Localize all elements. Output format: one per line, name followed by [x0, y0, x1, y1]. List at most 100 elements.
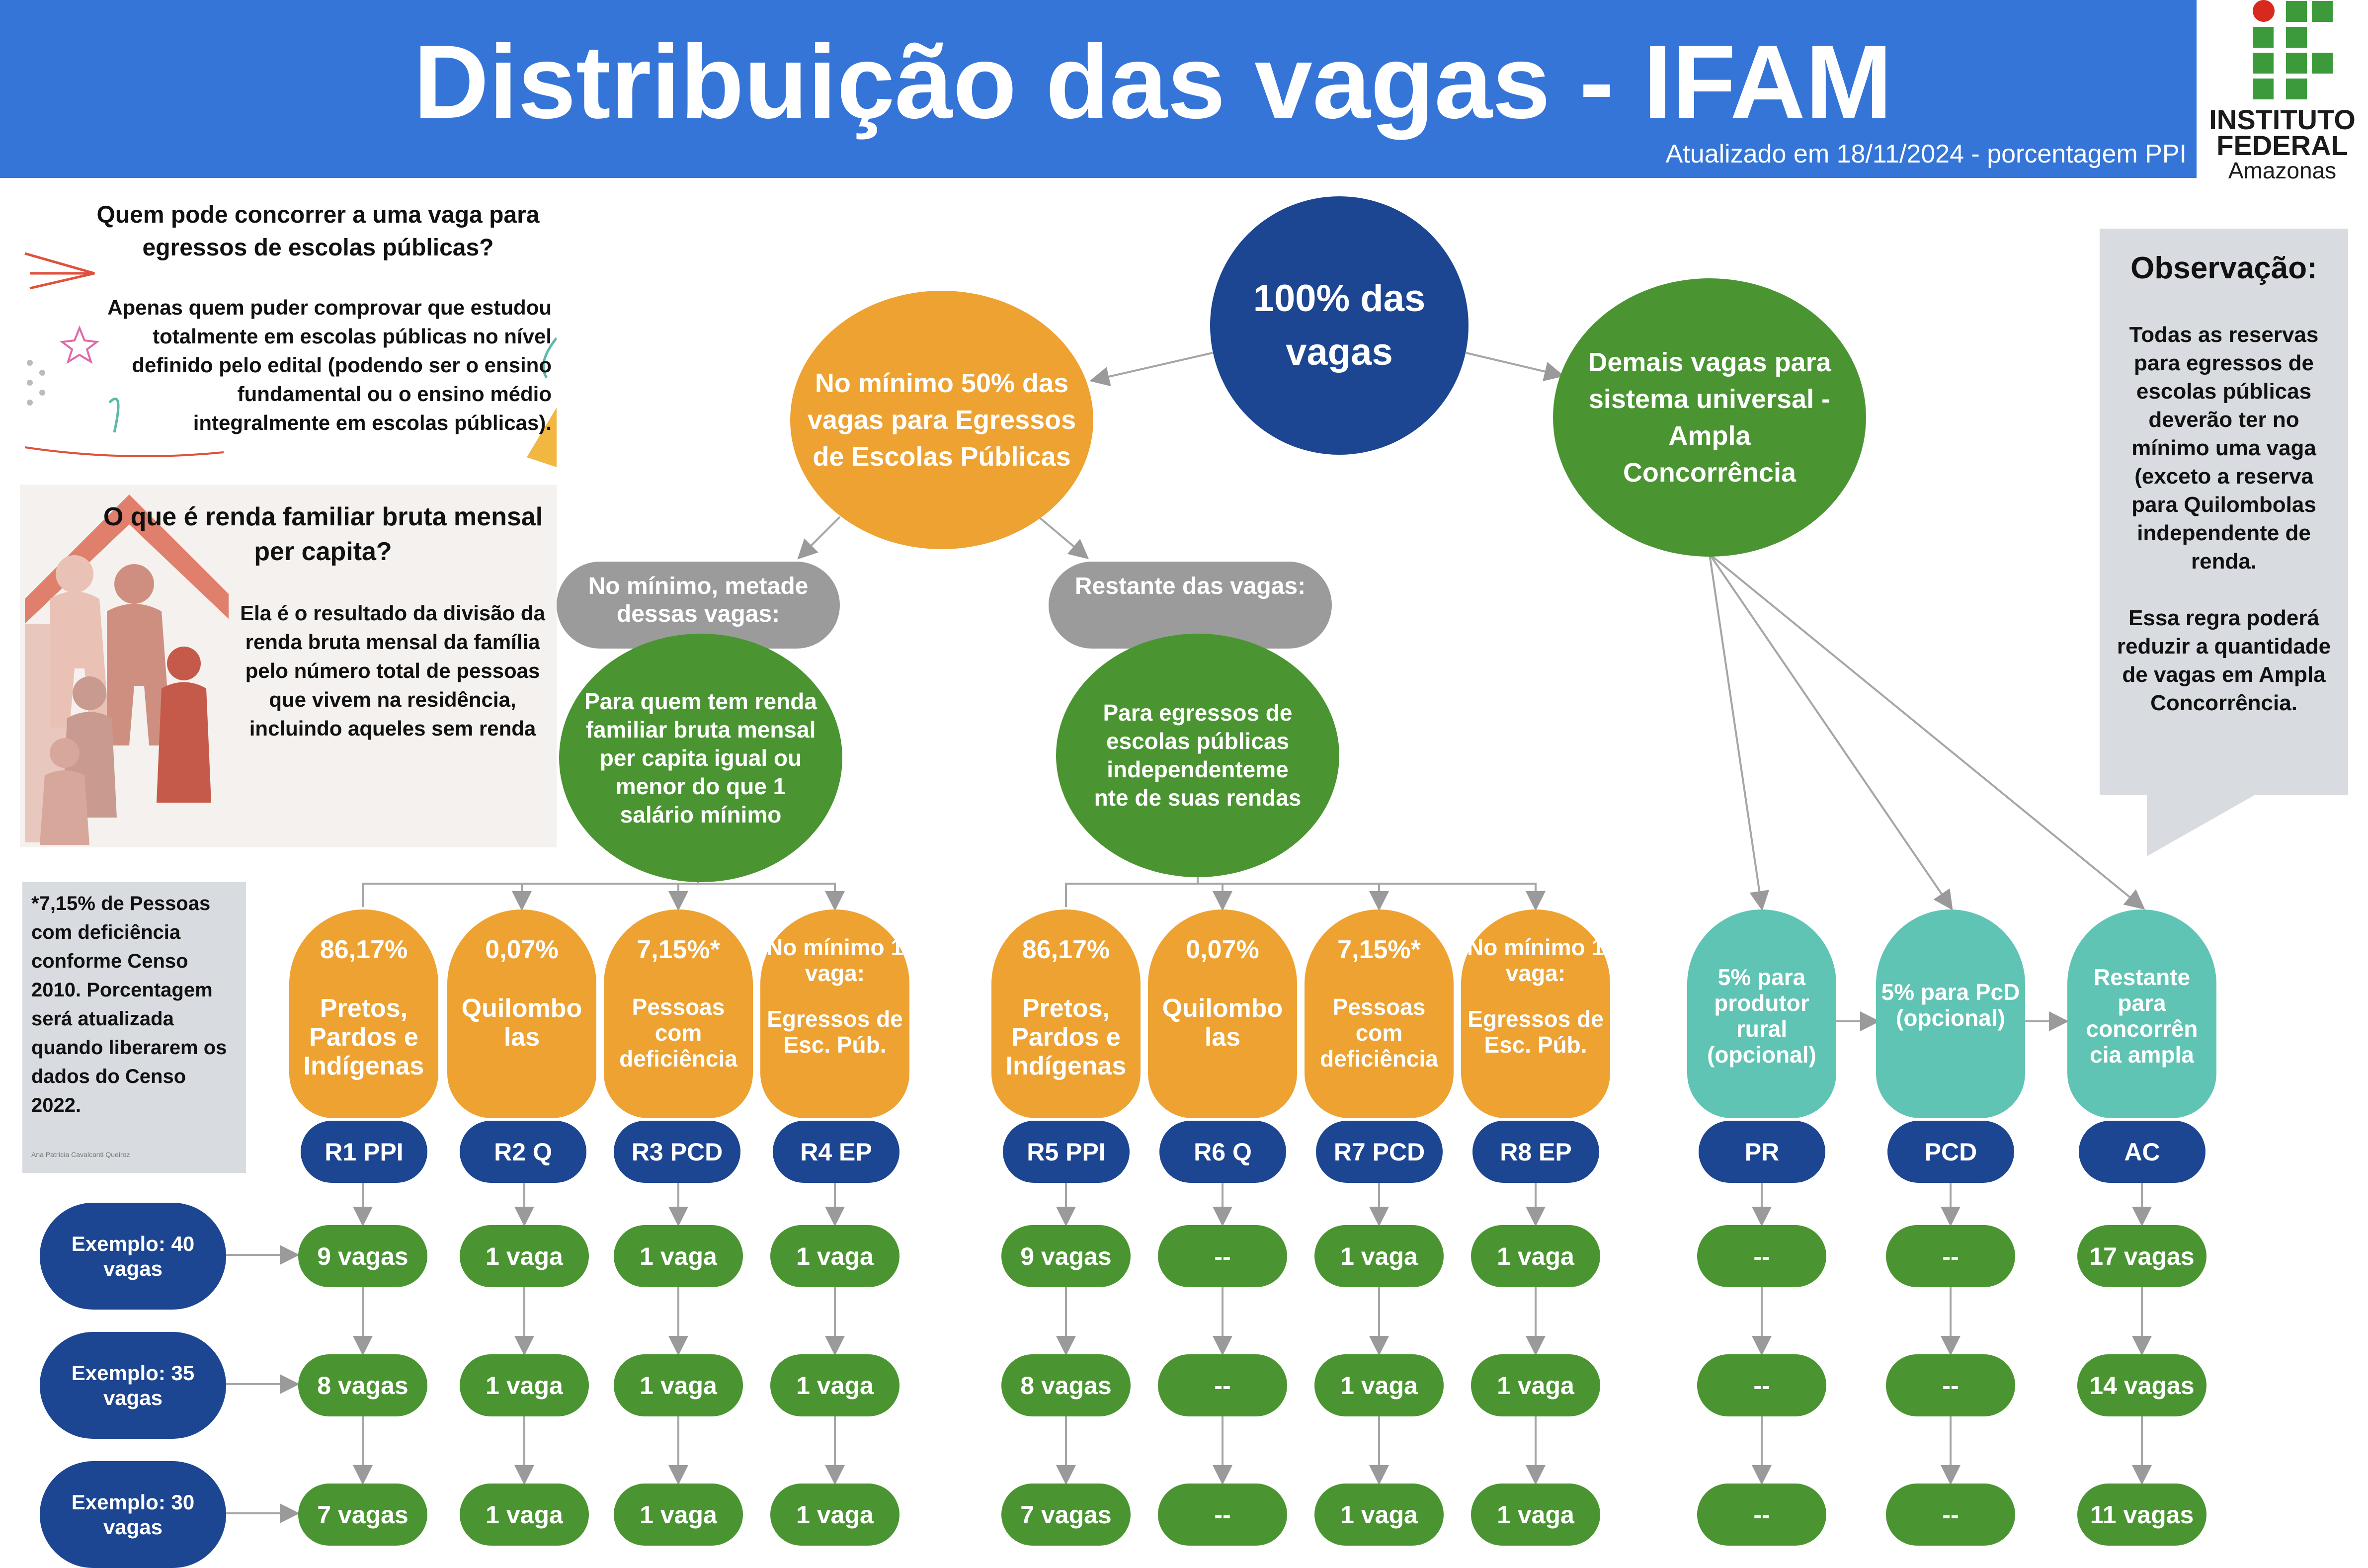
label-remaining-vacancies-text: Restante das vagas: — [1074, 573, 1306, 599]
code-badge-r2: R2 Q — [460, 1121, 586, 1183]
quota-r8-percent: No mínimo 1 vaga: — [1467, 934, 1605, 986]
header-bar — [0, 0, 2197, 178]
family-paper-illustration-icon — [25, 495, 229, 845]
result-pr-30: -- — [1697, 1484, 1826, 1546]
result-pr-40: -- — [1697, 1225, 1826, 1287]
result-r6-40: -- — [1158, 1225, 1287, 1287]
quota-column-r1: 86,17% Pretos, Pardos e Indígenas — [289, 909, 438, 1118]
quota-column-r6: 0,07% Quilombo las — [1148, 909, 1297, 1118]
info-card-public-school: Quem pode concorrer a uma vaga para egre… — [20, 199, 557, 467]
quota-column-r2: 0,07% Quilombo las — [447, 909, 596, 1118]
result-r3-40: 1 vaga — [614, 1225, 743, 1287]
observation-body-1: Todas as reservas para egressos de escol… — [2129, 323, 2319, 574]
label-half-vacancies-text: No mínimo, metade dessas vagas: — [588, 573, 809, 627]
node-universal-label: Demais vagas para sistema universal - Am… — [1588, 347, 1831, 488]
result-r5-35: 8 vagas — [1001, 1354, 1131, 1416]
code-badge-r4: R4 EP — [773, 1121, 899, 1183]
observation-body-2: Essa regra poderá reduzir a quantidade d… — [2117, 606, 2331, 715]
quota-r1-label: Pretos, Pardos e Indígenas — [303, 994, 424, 1080]
quota-r4-percent: No mínimo 1 vaga: — [766, 934, 904, 986]
result-r7-40: 1 vaga — [1314, 1225, 1444, 1287]
updated-note: Atualizado em 18/11/2024 - porcentagem P… — [1665, 140, 2187, 168]
logo-line-2: FEDERAL — [2216, 130, 2348, 161]
node-low-income-label: Para quem tem renda familiar bruta mensa… — [584, 688, 817, 827]
result-r7-35: 1 vaga — [1314, 1354, 1444, 1416]
result-ac-30: 11 vagas — [2077, 1484, 2206, 1546]
result-r3-30: 1 vaga — [614, 1484, 743, 1546]
quota-r2-label: Quilombo las — [461, 994, 582, 1052]
quota-column-r3: 7,15%* Pessoas com deficiência — [604, 909, 753, 1118]
quota-column-r4: No mínimo 1 vaga: Egressos de Esc. Púb. — [760, 909, 909, 1118]
code-badge-r6: R6 Q — [1159, 1121, 1286, 1183]
node-low-income: Para quem tem renda familiar bruta mensa… — [559, 634, 842, 882]
result-r1-30: 7 vagas — [298, 1484, 427, 1546]
quota-r7-label: Pessoas com deficiência — [1320, 994, 1438, 1072]
info-q2-title: O que é renda familiar bruta mensal per … — [103, 502, 543, 566]
result-r5-40: 9 vagas — [1001, 1225, 1131, 1287]
result-r2-30: 1 vaga — [460, 1484, 589, 1546]
ifam-logo — [2206, 0, 2368, 179]
footnote-text: *7,15% de Pessoas com deficiência confor… — [31, 893, 227, 1116]
quota-r5-percent: 86,17% — [1022, 935, 1110, 964]
result-r1-40: 9 vagas — [298, 1225, 427, 1287]
logo-sub: Amazonas — [2228, 158, 2337, 183]
result-r8-40: 1 vaga — [1471, 1225, 1600, 1287]
result-r1-35: 8 vagas — [298, 1354, 427, 1416]
page-title: Distribuição das vagas - IFAM — [413, 23, 1892, 140]
node-any-income-label: Para egressos de escolas públicas indepe… — [1094, 700, 1302, 811]
quota-r4-label: Egressos de Esc. Púb. — [767, 1006, 903, 1058]
result-pcd-40: -- — [1886, 1225, 2015, 1287]
result-pcd-30: -- — [1886, 1484, 2015, 1546]
root-node-label: 100% das vagas — [1253, 277, 1426, 373]
quota-r7-percent: 7,15%* — [1337, 935, 1421, 964]
code-badge-ac: AC — [2079, 1121, 2205, 1183]
result-r7-30: 1 vaga — [1314, 1484, 1444, 1546]
result-pcd-35: -- — [1886, 1354, 2015, 1416]
node-public-schools: No mínimo 50% das vagas para Egressos de… — [790, 291, 1093, 549]
info-q2-body: Ela é o resultado da divisão da renda br… — [240, 601, 545, 740]
code-badge-r7: R7 PCD — [1316, 1121, 1443, 1183]
node-universal: Demais vagas para sistema universal - Am… — [1553, 278, 1866, 557]
code-badge-r5: R5 PPI — [1003, 1121, 1130, 1183]
result-r4-35: 1 vaga — [770, 1354, 899, 1416]
label-remaining-vacancies: Restante das vagas: — [1049, 562, 1332, 649]
quota-r6-percent: 0,07% — [1186, 935, 1259, 964]
quota-r8-label: Egressos de Esc. Púb. — [1468, 1006, 1604, 1058]
code-badge-pcd: PCD — [1887, 1121, 2014, 1183]
result-ac-35: 14 vagas — [2077, 1354, 2206, 1416]
result-r8-30: 1 vaga — [1471, 1484, 1600, 1546]
quota-pr-label: 5% para produtor rural (opcional) — [1707, 964, 1816, 1068]
code-badge-r3: R3 PCD — [614, 1121, 740, 1183]
result-r8-35: 1 vaga — [1471, 1354, 1600, 1416]
quota-r1-percent: 86,17% — [320, 935, 408, 964]
quota-column-r8: No mínimo 1 vaga: Egressos de Esc. Púb. — [1461, 909, 1610, 1118]
footnote-box: *7,15% de Pessoas com deficiência confor… — [22, 882, 246, 1173]
result-r3-35: 1 vaga — [614, 1354, 743, 1416]
code-badge-pr: PR — [1699, 1121, 1825, 1183]
quota-r3-label: Pessoas com deficiência — [619, 994, 737, 1072]
quota-column-r7: 7,15%* Pessoas com deficiência — [1305, 909, 1454, 1118]
result-ac-40: 17 vagas — [2077, 1225, 2206, 1287]
quota-ac-label: Restante para concorrên cia ampla — [2086, 964, 2198, 1068]
author-credit: Ana Patrícia Cavalcanti Queiroz — [31, 1151, 130, 1158]
logo-line-1: INSTITUTO — [2209, 104, 2356, 135]
result-r2-35: 1 vaga — [460, 1354, 589, 1416]
quota-r6-label: Quilombo las — [1162, 994, 1283, 1052]
quota-column-r5: 86,17% Pretos, Pardos e Indígenas — [991, 909, 1141, 1118]
quota-column-ac: Restante para concorrên cia ampla — [2067, 909, 2216, 1118]
info-q1-body: Apenas quem puder comprovar que estudou … — [107, 296, 552, 434]
code-badge-r8: R8 EP — [1472, 1121, 1599, 1183]
example-30: Exemplo: 30 vagas — [40, 1461, 226, 1568]
speech-bubble-tail-icon — [2147, 794, 2256, 856]
example-40: Exemplo: 40 vagas — [40, 1203, 226, 1310]
info-q1-title: Quem pode concorrer a uma vaga para egre… — [96, 202, 540, 261]
quota-pcd-label: 5% para PcD (opcional) — [1881, 979, 2020, 1031]
quota-column-pr: 5% para produtor rural (opcional) — [1687, 909, 1836, 1118]
result-r6-35: -- — [1158, 1354, 1287, 1416]
quota-column-pcd: 5% para PcD (opcional) — [1876, 909, 2025, 1118]
info-card-income: O que é renda familiar bruta mensal per … — [20, 485, 557, 847]
quota-r3-percent: 7,15%* — [637, 935, 720, 964]
result-r5-30: 7 vagas — [1001, 1484, 1131, 1546]
doodle-decoration-icon — [24, 252, 557, 467]
